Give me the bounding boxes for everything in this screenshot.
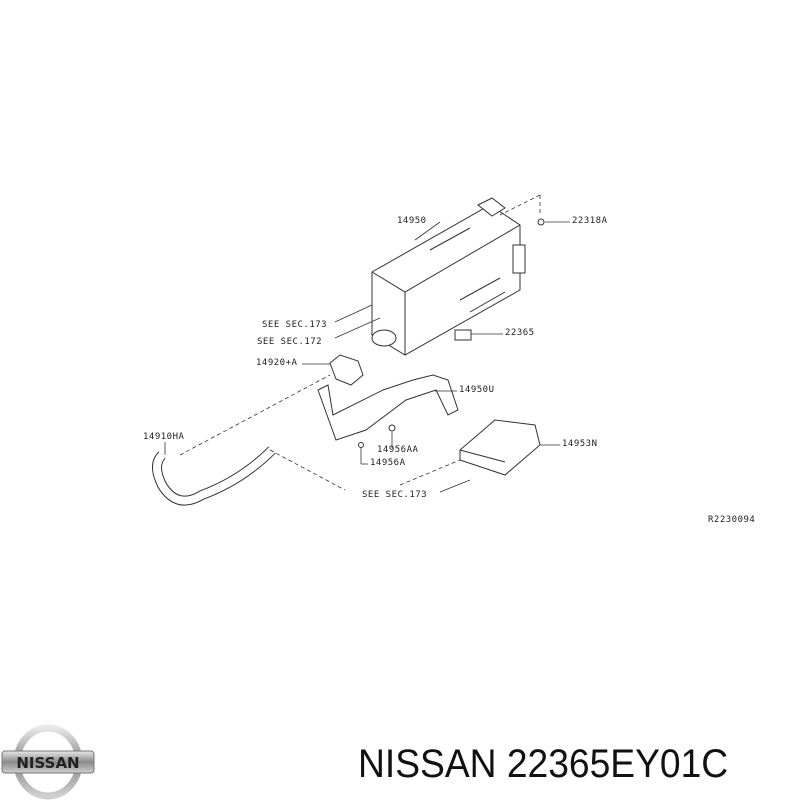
callout-22365: 22365 <box>505 328 535 338</box>
canister-part <box>371 197 526 356</box>
callout-14953n: 14953N <box>562 439 598 449</box>
nissan-logo: NISSAN <box>1 724 95 800</box>
bolt-part <box>537 218 545 226</box>
reference-code: R2230094 <box>708 515 756 525</box>
filter-part <box>459 419 541 476</box>
connector-part <box>329 354 364 386</box>
logo-text: NISSAN <box>16 754 79 772</box>
valve-part <box>454 329 472 341</box>
callout-see-sec-173-lower: SEE SEC.173 <box>362 490 428 500</box>
callout-22318a: 22318A <box>572 216 608 226</box>
callout-14956a: 14956A <box>370 458 406 468</box>
callout-see-sec-172: SEE SEC.172 <box>257 337 323 347</box>
part-title: NISSAN 22365EY01C <box>358 742 729 786</box>
callout-14910ha: 14910HA <box>143 432 185 442</box>
bracket-part <box>317 374 459 441</box>
callout-14950: 14950 <box>397 216 427 226</box>
callout-14950u: 14950U <box>459 385 495 395</box>
callout-see-sec-173-upper: SEE SEC.173 <box>262 320 328 330</box>
callout-14956aa: 14956AA <box>377 445 419 455</box>
callout-14920a: 14920+A <box>256 358 298 368</box>
